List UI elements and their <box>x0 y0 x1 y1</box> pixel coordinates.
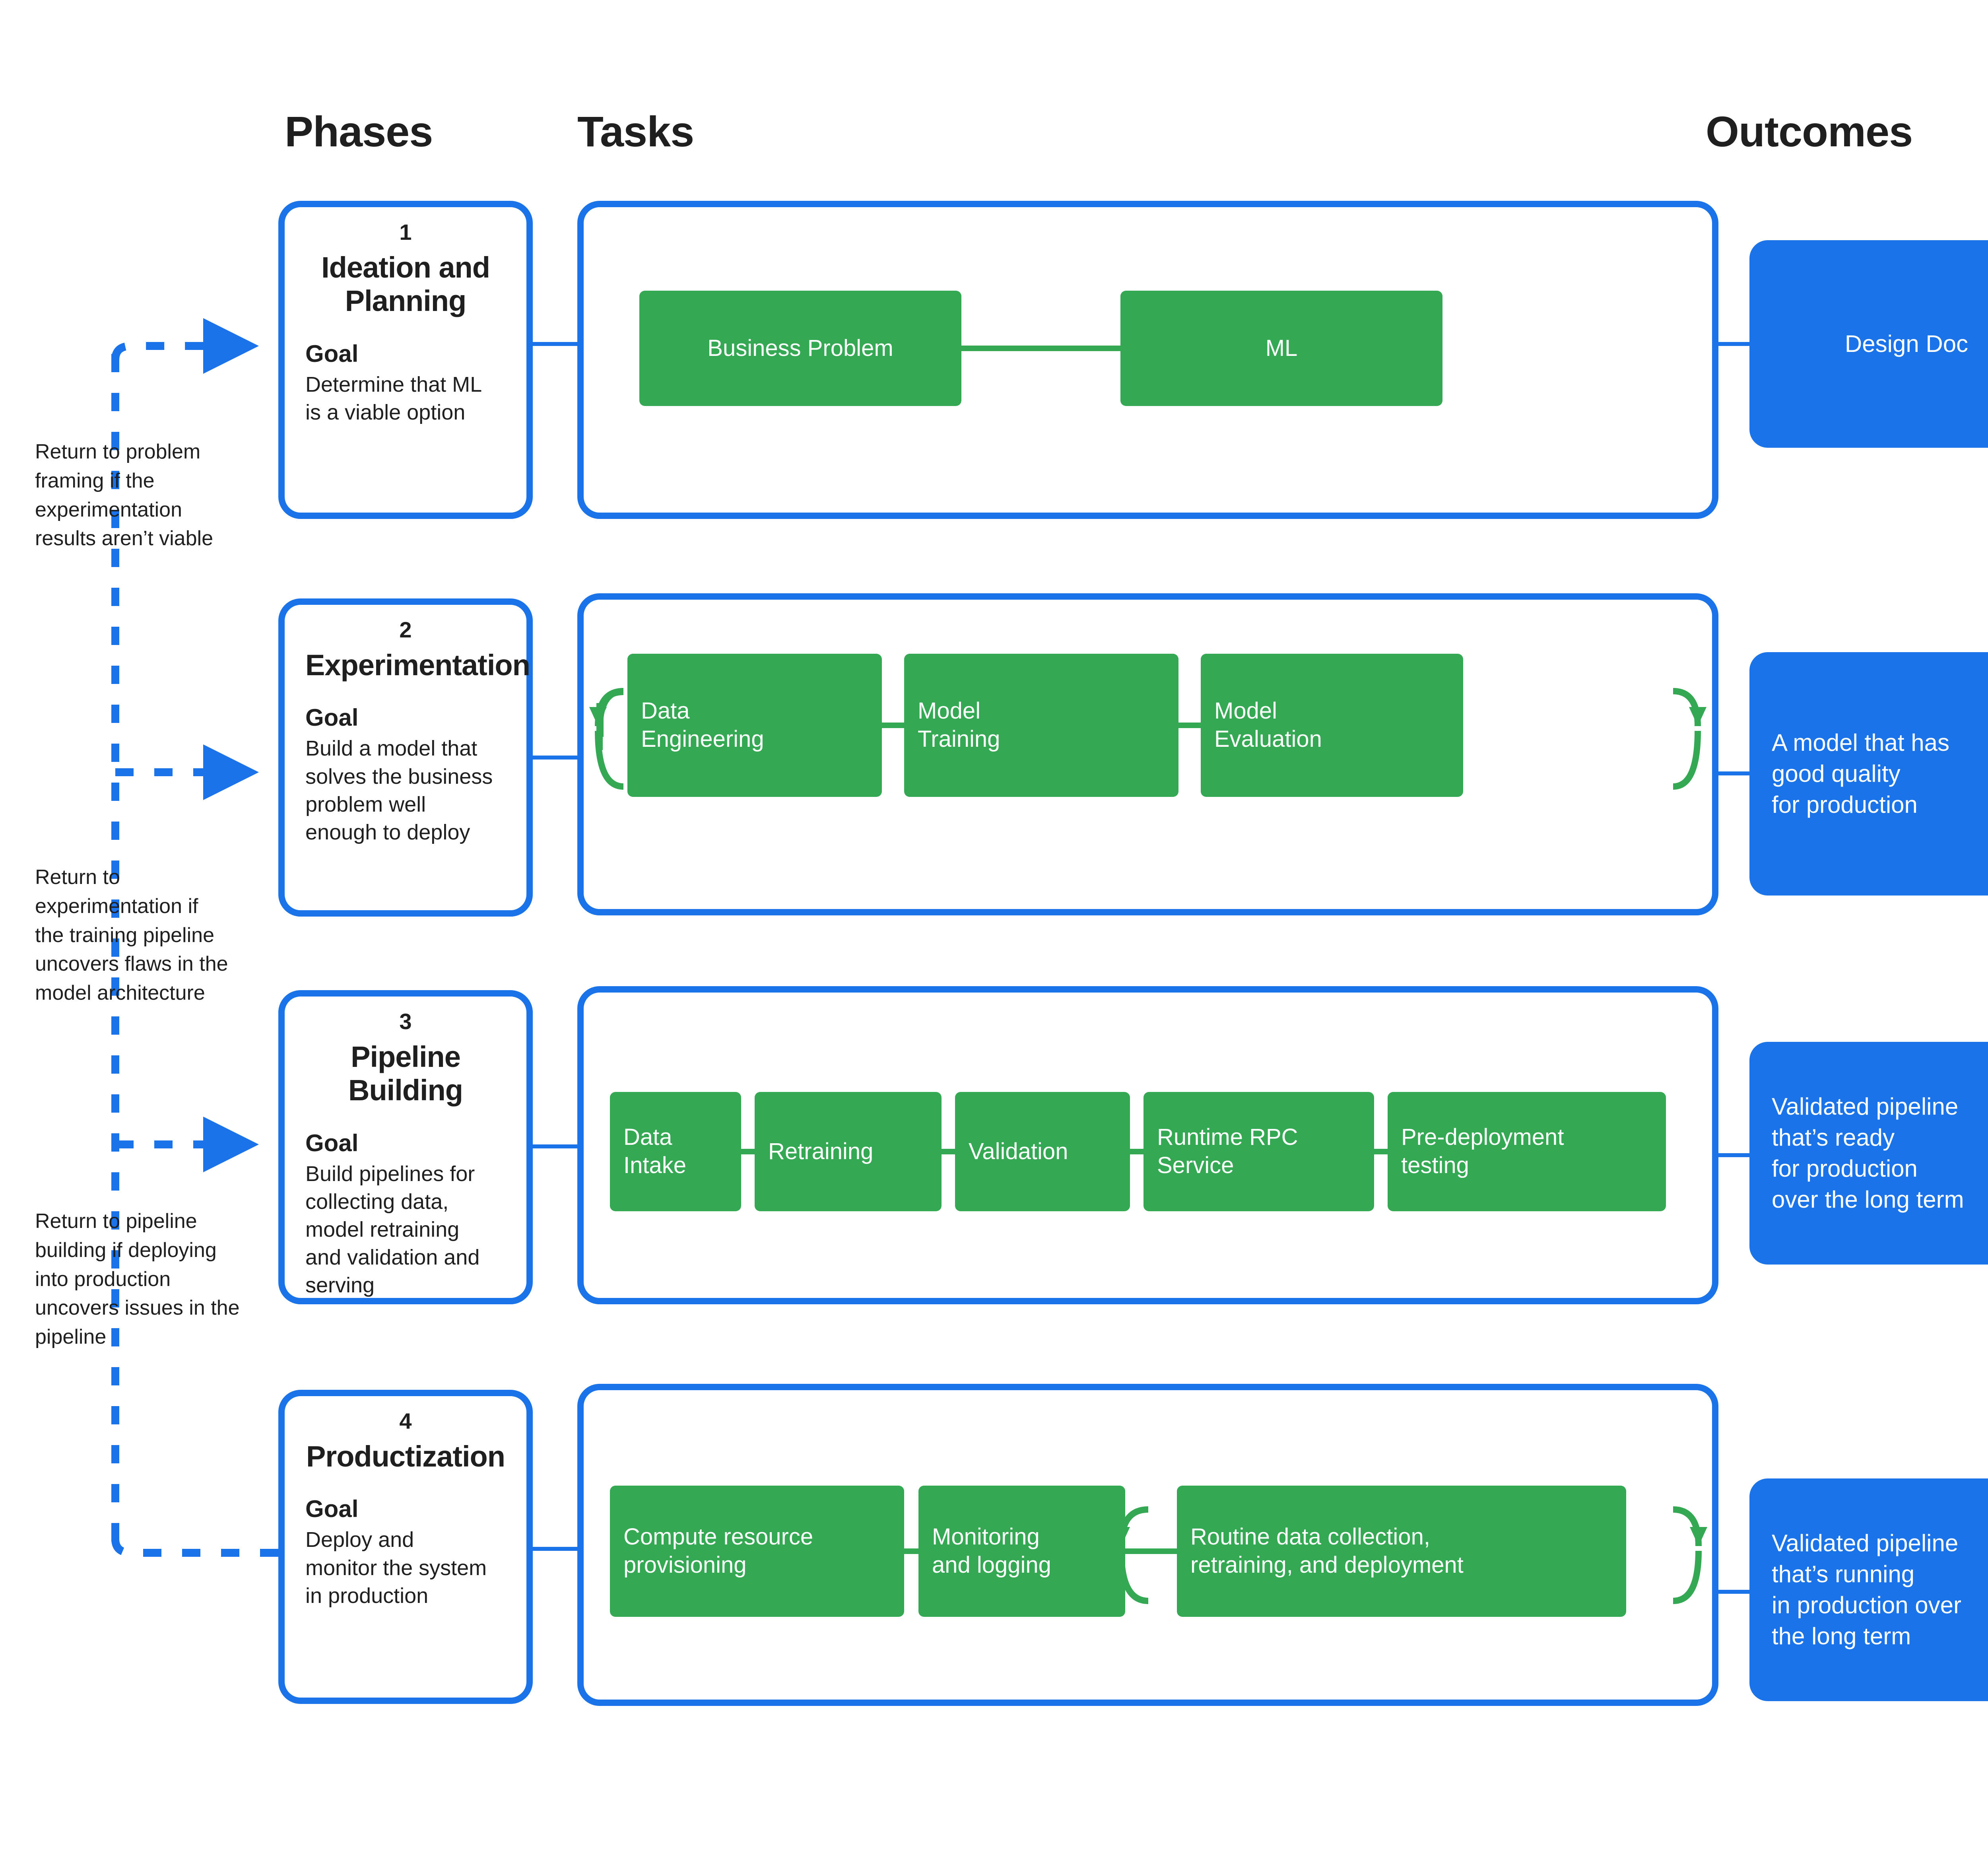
task-connector <box>1178 723 1201 728</box>
link-phase4-tasks4 <box>533 1547 580 1551</box>
task-connector <box>961 346 1120 351</box>
task-box[interactable]: Model Evaluation <box>1201 654 1463 797</box>
task-connector <box>1125 1548 1177 1554</box>
column-header-outcomes: Outcomes <box>1706 107 1913 155</box>
task-panel-experimentation: Data Engineering Model Training Model Ev… <box>577 593 1718 915</box>
column-header-tasks: Tasks <box>577 107 694 155</box>
task-box[interactable]: Business Problem <box>639 291 961 406</box>
task-box[interactable]: Compute resource provisioning <box>610 1486 904 1617</box>
outcome-card-model-quality[interactable]: A model that has good quality for produc… <box>1749 652 1988 896</box>
task-panel-pipeline-building: Data Intake Retraining Validation Runtim… <box>577 986 1718 1304</box>
phase-card-experimentation[interactable]: 2 Experimentation Goal Build a model tha… <box>278 598 533 917</box>
feedback-source-from-phase-4 <box>111 1539 278 1557</box>
task-box[interactable]: ML <box>1120 291 1442 406</box>
link-tasks3-outcome3 <box>1714 1153 1754 1157</box>
return-note-experimentation-training-pipeline: Return to experimentation if the trainin… <box>35 866 228 1005</box>
phase-card-productization[interactable]: 4 Productization Goal Deploy and monitor… <box>278 1390 533 1704</box>
task-box[interactable]: Routine data collection, retraining, and… <box>1177 1486 1626 1617</box>
phase-card-ideation-and-planning[interactable]: 1 Ideation and Planning Goal Determine t… <box>278 201 533 519</box>
task-panel-ideation: Business Problem ML <box>577 201 1718 519</box>
phase-title: Pipeline Building <box>348 1040 463 1107</box>
phase-goal-text: Build a model that solves the business p… <box>305 736 493 844</box>
task-panel-productization: Compute resource provisioning Monitoring… <box>577 1384 1718 1706</box>
phase-goal-text: Build pipelines for collecting data, mod… <box>305 1162 480 1298</box>
phase-title: Experimentation <box>305 649 530 682</box>
phase-goal-text: Determine that ML is a viable option <box>305 372 482 424</box>
phase-number: 1 <box>399 220 412 245</box>
task-box[interactable]: Model Training <box>904 654 1178 797</box>
return-note-pipeline-building: Return to pipeline building if deploying… <box>35 1210 240 1349</box>
phase-goal-label: Goal <box>305 704 359 731</box>
link-tasks1-outcome1 <box>1714 342 1754 346</box>
task-connector <box>1374 1149 1388 1154</box>
link-phase2-tasks2 <box>533 756 580 760</box>
task-connector <box>741 1149 755 1154</box>
link-phase3-tasks3 <box>533 1144 580 1148</box>
phase-goal-text: Deploy and monitor the system in product… <box>305 1528 487 1608</box>
link-phase1-tasks1 <box>533 342 580 346</box>
phase-number: 4 <box>399 1408 412 1434</box>
experimentation-loop-arrows <box>589 688 1706 790</box>
phase-goal-label: Goal <box>305 1129 359 1156</box>
phase-number: 2 <box>399 617 412 642</box>
phase-goal-label: Goal <box>305 1496 359 1523</box>
task-box[interactable]: Data Intake <box>610 1092 741 1211</box>
column-header-phases: Phases <box>285 107 433 155</box>
task-connector <box>882 723 904 728</box>
task-connector <box>904 1548 918 1554</box>
phase-title: Ideation and Planning <box>321 251 490 318</box>
link-tasks2-outcome2 <box>1714 771 1754 775</box>
phase-number: 3 <box>399 1009 412 1034</box>
phase-card-pipeline-building[interactable]: 3 Pipeline Building Goal Build pipelines… <box>278 990 533 1304</box>
task-box[interactable]: Runtime RPC Service <box>1143 1092 1374 1211</box>
task-box[interactable]: Pre-deployment testing <box>1388 1092 1666 1211</box>
outcome-card-validated-pipeline-ready[interactable]: Validated pipeline that’s ready for prod… <box>1749 1042 1988 1265</box>
task-box[interactable]: Monitoring and logging <box>918 1486 1125 1617</box>
link-tasks4-outcome4 <box>1714 1590 1754 1594</box>
task-connector <box>942 1149 955 1154</box>
feedback-arrow-to-phase-1 <box>111 318 259 374</box>
task-box[interactable]: Data Engineering <box>627 654 882 797</box>
task-box[interactable]: Validation <box>955 1092 1130 1211</box>
return-note-problem-framing: Return to problem framing if the experim… <box>35 440 213 550</box>
outcome-card-validated-pipeline-running[interactable]: Validated pipeline that’s running in pro… <box>1749 1478 1988 1701</box>
outcome-card-design-doc[interactable]: Design Doc <box>1749 240 1988 448</box>
task-box[interactable]: Retraining <box>755 1092 942 1211</box>
task-connector <box>1130 1149 1143 1154</box>
phase-goal-label: Goal <box>305 340 359 367</box>
phase-title: Productization <box>306 1440 505 1473</box>
